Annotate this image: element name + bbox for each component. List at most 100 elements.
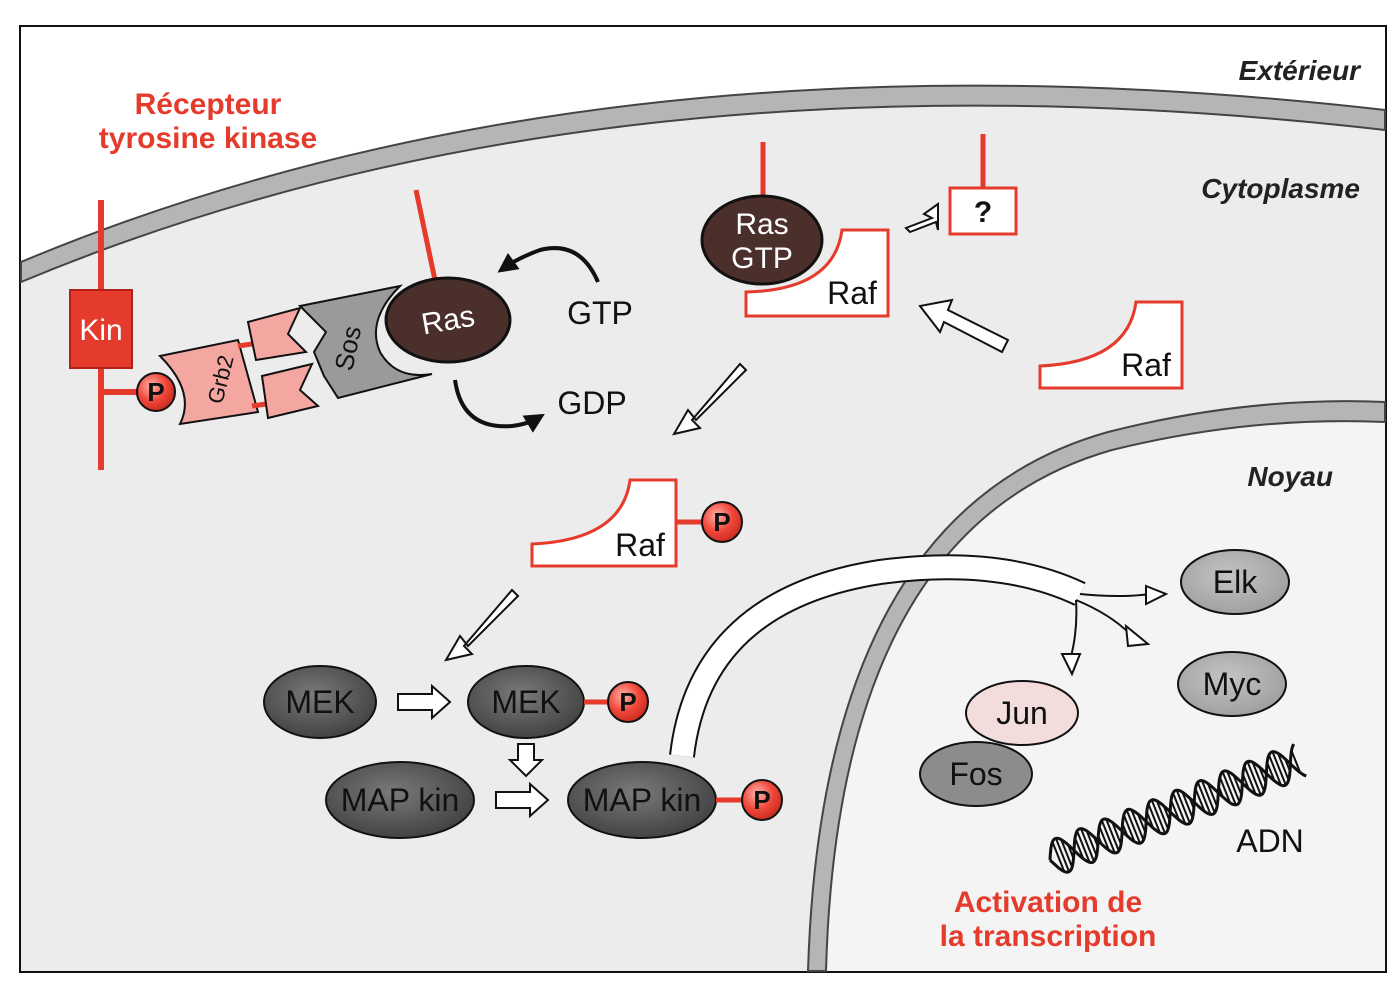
outcome-line1: Activation de <box>954 886 1142 919</box>
dna-base-pair <box>1150 799 1166 834</box>
dna-base-pair <box>1226 770 1241 803</box>
mek-to-mapk-arrow <box>507 743 545 778</box>
grb2-sh3-lower <box>260 362 321 420</box>
dna-base-pair <box>1067 844 1075 859</box>
raf-free-label: Raf <box>1121 347 1171 383</box>
dna-base-pair <box>1122 814 1136 843</box>
mapk-inactive-label: MAP kin <box>341 782 460 818</box>
dna-base-pair <box>1121 823 1129 837</box>
receptor-title-line1: Récepteur <box>135 88 282 121</box>
ras-gtp-line2: GTP <box>731 242 793 275</box>
dna-base-pair <box>1130 809 1145 841</box>
dna-base-pair <box>1097 835 1103 845</box>
dna-base-pair <box>1268 754 1282 786</box>
mapk-inactive: MAP kin <box>325 761 475 839</box>
grb2-sh3-upper <box>246 306 309 362</box>
dna-base-pair <box>1258 766 1267 784</box>
dna-base-pair <box>1125 809 1141 844</box>
factor-fos: Fos <box>919 741 1033 807</box>
dna-base-pair <box>1085 830 1098 857</box>
svg-text:P: P <box>713 507 730 537</box>
svg-text:P: P <box>619 687 636 717</box>
dna-base-pair <box>1080 828 1095 862</box>
dna-base-pair <box>1092 836 1099 847</box>
dna-base-pair <box>1196 781 1212 815</box>
dna-base-pair <box>1147 803 1161 834</box>
ras-membrane: Ras <box>384 189 512 364</box>
dna-base-pair <box>1175 789 1191 824</box>
dna-base-pairs <box>1051 750 1302 873</box>
dna-base-pair <box>1170 799 1180 821</box>
dna-base-pair <box>1137 813 1147 833</box>
dna-base-pair <box>1271 751 1287 786</box>
dna-base-pair <box>1105 818 1120 852</box>
dna-base-pair <box>1111 822 1122 845</box>
mek-activation-arrow <box>443 588 520 662</box>
receptor-title-line2: tyrosine kinase <box>99 122 317 155</box>
outcome-line2: la transcription <box>940 920 1157 953</box>
dna-base-pair <box>1246 761 1262 796</box>
mapk-active: MAP kin P <box>567 761 783 839</box>
raf-phosphate <box>701 501 743 543</box>
dna-base-pair <box>1181 791 1194 819</box>
dna-base-pair <box>1251 761 1266 792</box>
dna-base-pair <box>1100 820 1116 854</box>
dna-base-pair <box>1076 830 1091 863</box>
dna-base-pair <box>1098 826 1110 851</box>
receptor-phosphate <box>136 372 176 412</box>
mek-to-mekp-arrow <box>397 683 452 721</box>
gdp-release-arrow <box>453 379 545 433</box>
mek-inactive: MEK <box>263 665 377 739</box>
mek-active: MEK P <box>467 665 649 739</box>
kin-domain <box>69 289 133 369</box>
svg-text:Fos: Fos <box>949 756 1002 792</box>
svg-text:Myc: Myc <box>1203 666 1262 702</box>
unknown-partner: ? <box>948 134 1018 236</box>
nucleus-label: Noyau <box>1247 461 1333 492</box>
exterior-label: Extérieur <box>1239 55 1362 86</box>
raf-free: Raf <box>1038 300 1184 390</box>
grb2-adaptor: Grb2 <box>157 306 321 426</box>
raf-phos-label: Raf <box>615 527 665 563</box>
raf-phosphorylation-arrow <box>671 362 748 436</box>
factor-jun: Jun <box>965 680 1079 746</box>
factor-myc: Myc <box>1177 651 1287 717</box>
dna-base-pair <box>1284 758 1291 772</box>
nuclear-translocation-arrow <box>669 554 1169 758</box>
dna-base-pair <box>1054 837 1071 873</box>
dna-label: ADN <box>1236 823 1304 859</box>
dna-base-pair <box>1277 752 1290 781</box>
sos-protein: Sos <box>297 284 433 400</box>
mek-phosphate <box>607 681 649 723</box>
svg-text:P: P <box>753 785 770 815</box>
dna-base-pair <box>1243 765 1257 795</box>
ras-gtp-line1: Ras <box>735 208 788 241</box>
dna-helix <box>1048 743 1307 874</box>
gdp-label: GDP <box>557 385 626 421</box>
gtp-binding-arrow <box>497 246 600 283</box>
mapk-active-label: MAP kin <box>583 782 702 818</box>
dna-base-pair <box>1206 783 1219 807</box>
mek-active-label: MEK <box>491 684 560 720</box>
mapk-phosphate <box>741 779 783 821</box>
mapk-to-mapkp-arrow <box>495 781 550 819</box>
dna-base-pair <box>1266 762 1276 782</box>
dna-base-pair <box>1217 785 1224 798</box>
raf-bound-label: Raf <box>827 275 877 311</box>
svg-text:Elk: Elk <box>1213 564 1258 600</box>
raf-phosphorylated: Raf P <box>530 478 743 568</box>
cytoplasm-label: Cytoplasme <box>1201 173 1360 204</box>
svg-text:P: P <box>147 377 164 407</box>
gtp-label: GTP <box>567 295 633 331</box>
mek-inactive-label: MEK <box>285 684 354 720</box>
dna-base-pair <box>1290 750 1302 773</box>
dna-base-pair <box>1162 805 1171 822</box>
raf-bound: Raf <box>744 228 890 318</box>
dna-base-pair <box>1145 811 1155 829</box>
unknown-to-raf-arrow <box>904 202 939 234</box>
unknown-label: ? <box>974 196 992 229</box>
dna-base-pair <box>1188 797 1195 810</box>
dna-base-pair <box>1232 774 1243 796</box>
